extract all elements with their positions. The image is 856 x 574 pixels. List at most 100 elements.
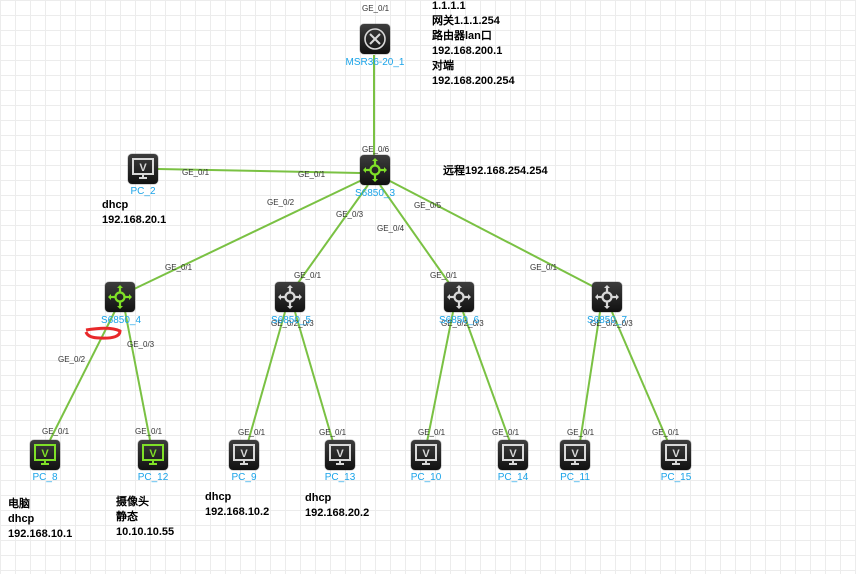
port-label: GE_0/1 <box>182 168 210 177</box>
port-label: GE_0/1 <box>165 263 193 272</box>
switch-icon <box>278 285 302 309</box>
pc-icon: V <box>502 444 524 465</box>
link-sw6-pc14[interactable] <box>462 311 511 443</box>
pc-node-pc9[interactable]: V <box>229 440 259 470</box>
node-label: PC_10 <box>410 472 442 483</box>
pc-icon: V <box>34 444 56 465</box>
pc-node-pc13[interactable]: V <box>325 440 355 470</box>
link-core-sw7[interactable] <box>387 179 597 289</box>
core-switch-node[interactable] <box>360 155 390 185</box>
node-label: PC_8 <box>32 472 58 483</box>
svg-text:V: V <box>336 448 344 460</box>
node-label: S6850_3 <box>354 188 396 199</box>
port-label: GE_0/1 <box>567 428 595 437</box>
port-label: GE_0/1 <box>135 427 163 436</box>
port-label: GE_0/6 <box>362 145 390 154</box>
core-note: 远程192.168.254.254 <box>443 164 548 179</box>
link-sw7-pc15[interactable] <box>611 311 669 443</box>
note-line: 网关1.1.1.254 <box>432 15 500 27</box>
port-label: GE_0/3 <box>336 210 364 219</box>
note-line: 10.10.10.55 <box>116 526 175 538</box>
link-pc2-core[interactable] <box>157 168 361 174</box>
note-line: dhcp <box>205 491 232 503</box>
port-label: GE_0/1 <box>362 4 390 13</box>
switch-node-s6850-4[interactable] <box>105 282 135 312</box>
node-label: S6850_5 <box>270 315 312 326</box>
port-label: GE_0/1 <box>652 428 680 437</box>
pc9-note: dhcp 192.168.10.2 <box>205 490 269 520</box>
svg-text:V: V <box>422 448 430 460</box>
pc-node-pc14[interactable]: V <box>498 440 528 470</box>
port-label: GE_0/1 <box>430 271 458 280</box>
port-label: GE_0/1 <box>492 428 520 437</box>
note-line: 192.168.200.254 <box>432 75 515 87</box>
note-line: dhcp <box>305 492 332 504</box>
note-line: 192.168.200.1 <box>432 45 503 57</box>
pc-icon: V <box>329 444 351 465</box>
switch-icon <box>595 285 619 309</box>
node-label: S6850_7 <box>586 315 628 326</box>
link-sw5-pc13[interactable] <box>294 311 334 443</box>
note-line: 静态 <box>116 511 138 523</box>
pc-node-pc12[interactable]: V <box>138 440 168 470</box>
pc-node-pc10[interactable]: V <box>411 440 441 470</box>
pc13-note: dhcp 192.168.20.2 <box>305 491 369 521</box>
pc8-note: 电脑 dhcp 192.168.10.1 <box>8 497 72 542</box>
note-line: 路由器lan口 <box>432 30 492 42</box>
router-note: 1.1.1.1 网关1.1.1.254 路由器lan口 192.168.200.… <box>432 0 515 89</box>
switch-node-s6850-6[interactable] <box>444 282 474 312</box>
note-line: 1.1.1.1 <box>432 0 466 12</box>
link-sw5-pc9[interactable] <box>247 311 286 443</box>
port-label: GE_0/1 <box>298 170 326 179</box>
port-label: GE_0/2_0/3 <box>271 319 314 328</box>
svg-text:V: V <box>149 448 157 460</box>
port-label: GE_0/2 <box>267 198 295 207</box>
link-sw4-pc12[interactable] <box>124 310 151 441</box>
router-node[interactable] <box>360 24 390 54</box>
router-icon <box>364 28 386 50</box>
port-label: GE_0/1 <box>530 263 558 272</box>
node-label: PC_9 <box>231 472 257 483</box>
port-label: GE_0/2_0/3 <box>441 319 484 328</box>
node-label: PC_11 <box>560 472 590 483</box>
node-label: PC_2 <box>130 186 156 197</box>
link-sw6-pc10[interactable] <box>426 311 454 443</box>
svg-text:V: V <box>139 162 147 174</box>
port-label: GE_0/3 <box>127 340 155 349</box>
link-sw4-pc8[interactable] <box>49 310 116 441</box>
pc-icon: V <box>564 444 586 465</box>
port-label: GE_0/2_0/3 <box>590 319 633 328</box>
switch-node-s6850-5[interactable] <box>275 282 305 312</box>
note-line: dhcp <box>102 199 129 211</box>
pc-node-pc2[interactable]: V <box>128 154 158 184</box>
pc-node-pc11[interactable]: V <box>560 440 590 470</box>
pc-icon: V <box>142 444 164 465</box>
node-label: PC_14 <box>497 472 529 483</box>
pc2-note: dhcp 192.168.20.1 <box>102 198 166 228</box>
port-label: GE_0/5 <box>414 201 442 210</box>
link-core-sw5[interactable] <box>297 184 369 284</box>
node-label: PC_12 <box>137 472 169 483</box>
note-line: 192.168.10.1 <box>8 528 73 540</box>
node-label: PC_15 <box>660 472 692 483</box>
node-label: PC_13 <box>324 472 356 483</box>
port-label: GE_0/2 <box>58 355 86 364</box>
red-annotation-mark <box>84 326 122 340</box>
port-label: GE_0/1 <box>418 428 446 437</box>
note-line: dhcp <box>8 513 35 525</box>
note-line: 远程192.168.254.254 <box>443 165 548 177</box>
pc-node-pc15[interactable]: V <box>661 440 691 470</box>
pc12-note: 摄像头 静态 10.10.10.55 <box>116 495 174 540</box>
node-label: MSR36-20_1 <box>345 57 405 68</box>
port-label: GE_0/1 <box>294 271 322 280</box>
link-core-sw4[interactable] <box>133 179 363 290</box>
note-line: 电脑 <box>8 498 30 510</box>
link-sw7-pc11[interactable] <box>579 311 601 443</box>
note-line: 摄像头 <box>116 496 149 508</box>
switch-icon <box>447 285 471 309</box>
pc-node-pc8[interactable]: V <box>30 440 60 470</box>
switch-node-s6850-7[interactable] <box>592 282 622 312</box>
link-core-sw6[interactable] <box>379 184 450 284</box>
